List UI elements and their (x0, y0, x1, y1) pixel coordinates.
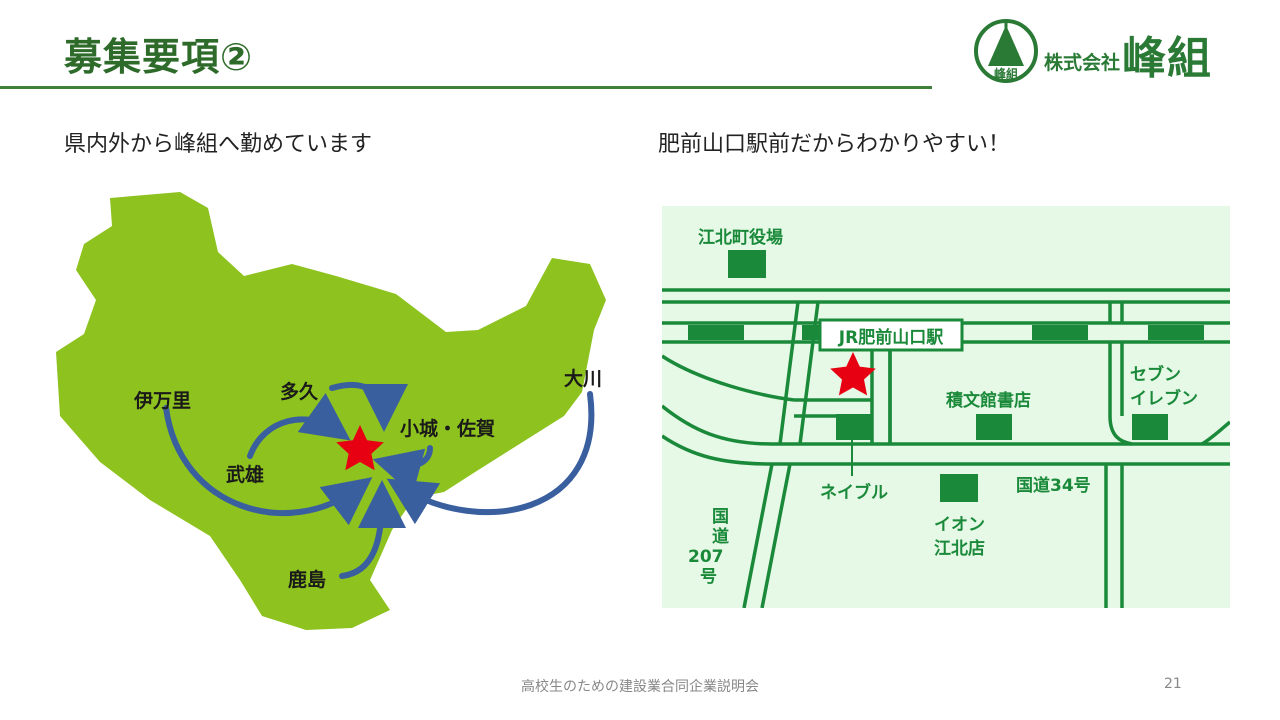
station-label: JR肥前山口駅 (838, 327, 944, 348)
right-heading: 肥前山口駅前だからわかりやすい！ (658, 132, 1011, 157)
label-route207-line4: 号 (700, 567, 717, 587)
label-aeon-line2: 江北店 (934, 538, 985, 559)
company-prefix: 株式会社 (1044, 52, 1121, 74)
arrow-kashima (339, 480, 406, 579)
arrow-takeo (247, 393, 351, 459)
road-east-a (1108, 302, 1133, 446)
place-taku: 多久 (280, 380, 319, 403)
bookstore-building (976, 414, 1012, 440)
arrow-okawa (386, 391, 595, 525)
arrow-ogi-saga (372, 445, 433, 496)
slide-footer: 高校生のための建設業合同企業説明会 (521, 679, 759, 695)
logo-mark-text: 峰組 (994, 66, 1018, 81)
place-imari: 伊万里 (133, 389, 191, 412)
place-okawa: 大川 (564, 367, 602, 390)
place-ogi-saga: 小城・佐賀 (400, 417, 495, 440)
title-underline (0, 86, 932, 89)
label-route207-line3: 207 (688, 547, 724, 567)
label-aeon-line1: イオン (934, 515, 985, 535)
road-east-edge (1201, 420, 1230, 446)
town-office-building (728, 250, 766, 278)
railway-segment (1148, 325, 1204, 340)
page-number: 21 (1164, 676, 1182, 692)
destination-star-icon (336, 425, 384, 471)
place-kashima: 鹿島 (288, 568, 326, 591)
road-diagonal (662, 354, 795, 402)
arrow-imari (163, 405, 373, 526)
label-route34: 国道34号 (1016, 475, 1091, 496)
place-takeo: 武雄 (226, 463, 264, 486)
label-seven-line2: イレブン (1130, 388, 1198, 409)
railway-segment (1032, 325, 1088, 340)
neibul-building (836, 414, 872, 440)
road-route34-bottom (662, 434, 1230, 466)
label-bookstore: 積文館書店 (946, 390, 1031, 411)
road-route34-top (662, 404, 1230, 446)
road-west-a (742, 301, 800, 608)
company-name: 峰組 (1122, 33, 1212, 84)
company-logo: 峰組 株式会社 峰組 (972, 18, 1234, 84)
slide-title: 募集要項② (64, 35, 254, 79)
label-neibul: ネイブル (820, 482, 888, 503)
left-heading: 県内外から峰組へ勤めています (64, 132, 373, 157)
railway-segment (688, 325, 744, 340)
label-route207-line1: 国 (712, 507, 729, 527)
arrow-taku (329, 381, 408, 432)
prefecture-commute-map: 伊万里 多久 武雄 小城・佐賀 大川 鹿島 (56, 192, 606, 630)
label-seven-line1: セブン (1130, 364, 1181, 385)
station-area-map: JR肥前山口駅 江北町役場 積文館書店 セブン イレブン ネイブル 国道34号 … (662, 206, 1230, 608)
station-label-box (818, 318, 964, 352)
mountain-logo-icon: 峰組 (974, 19, 1038, 83)
aeon-building (940, 474, 978, 502)
station-star-icon (830, 352, 876, 396)
seven-eleven-building (1132, 414, 1168, 440)
label-route207-line2: 道 (712, 526, 729, 547)
label-town-office: 江北町役場 (698, 227, 783, 248)
